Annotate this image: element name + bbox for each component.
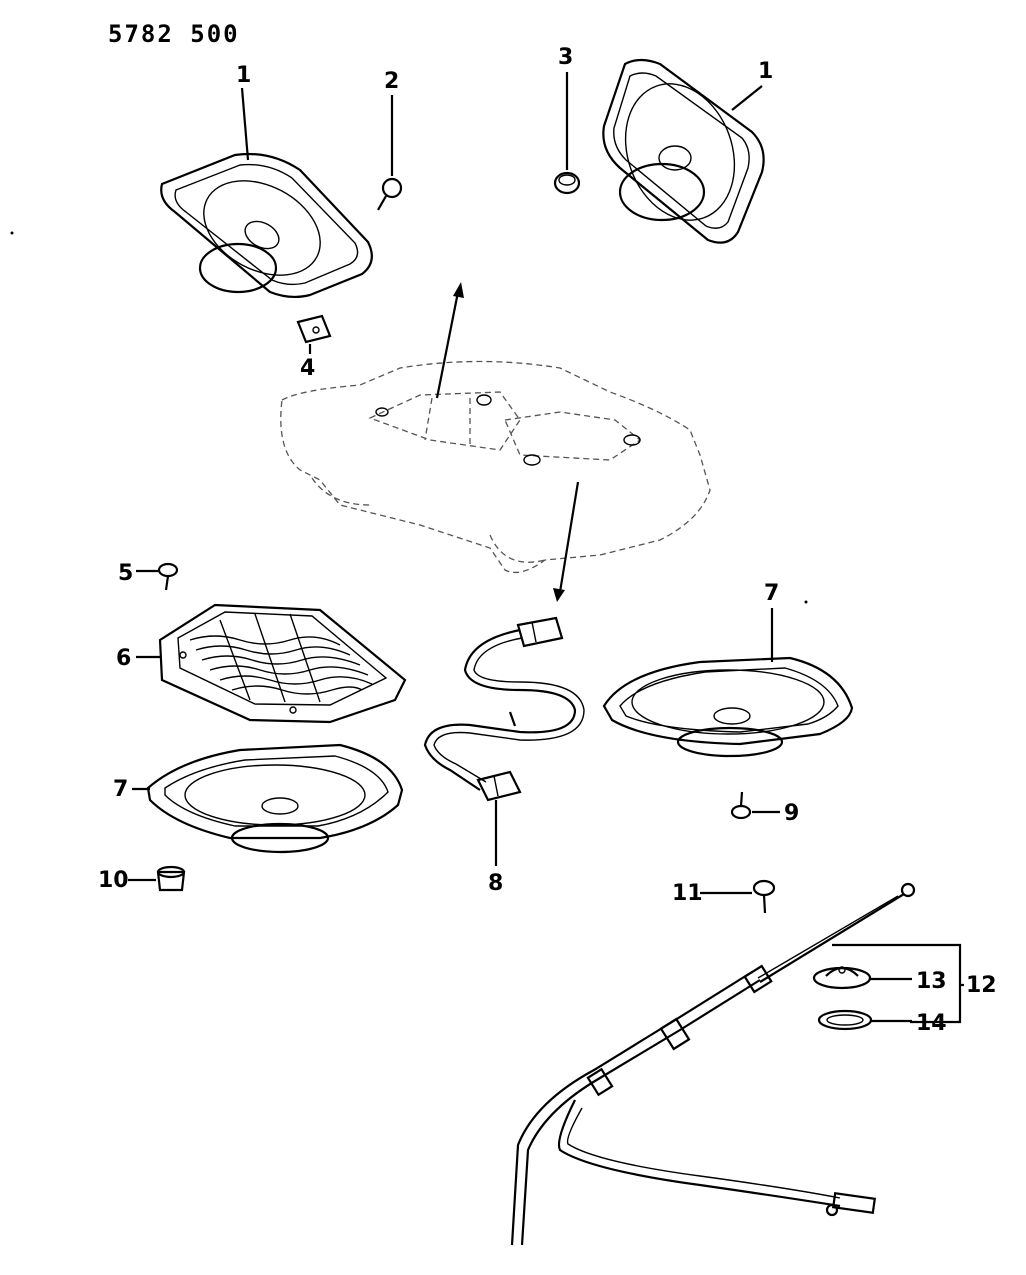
callout-6: 6	[116, 646, 131, 671]
arrow-to-harness	[558, 481, 580, 593]
bushing-10	[156, 865, 186, 892]
front-speaker-right	[602, 58, 765, 244]
rear-speaker-right	[602, 656, 854, 758]
leader-1-right	[731, 85, 763, 111]
screw-11	[752, 879, 776, 914]
screw-5	[157, 562, 179, 591]
callout-10: 10	[98, 868, 129, 893]
callout-1-right: 1	[758, 59, 773, 84]
screw-2	[377, 177, 403, 211]
screw-9	[730, 791, 752, 820]
front-speaker-left	[160, 152, 373, 299]
callout-11: 11	[672, 881, 703, 906]
antenna-assembly-12	[510, 882, 916, 1246]
callout-13: 13	[916, 969, 947, 994]
clip-4	[296, 314, 332, 344]
vehicle-outline	[280, 360, 711, 574]
arrow-head-down	[553, 588, 565, 602]
arrow-head-up	[453, 282, 464, 298]
antenna-cap-13	[812, 966, 872, 990]
leader-12-bracket	[832, 943, 964, 1024]
diagram-code: 5782 500	[108, 20, 240, 48]
speaker-grille-6	[158, 603, 407, 724]
callout-1-left: 1	[236, 63, 251, 88]
callout-12: 12	[966, 973, 997, 998]
callout-14: 14	[916, 1011, 947, 1036]
callout-8: 8	[488, 871, 503, 896]
nut-3	[553, 171, 581, 195]
callout-5: 5	[118, 561, 133, 586]
antenna-gasket-14	[817, 1009, 873, 1031]
callout-2: 2	[384, 69, 399, 94]
callout-3: 3	[558, 45, 573, 70]
callout-7-left: 7	[113, 777, 128, 802]
arrow-to-front-speakers	[435, 291, 460, 399]
callout-7-right: 7	[764, 581, 779, 606]
leader-1-left	[240, 87, 250, 161]
callout-4: 4	[300, 356, 315, 381]
speck	[804, 600, 808, 604]
callout-9: 9	[784, 801, 799, 826]
speck	[10, 231, 14, 235]
wiring-harness-8	[423, 616, 585, 802]
rear-speaker-left	[146, 743, 404, 854]
